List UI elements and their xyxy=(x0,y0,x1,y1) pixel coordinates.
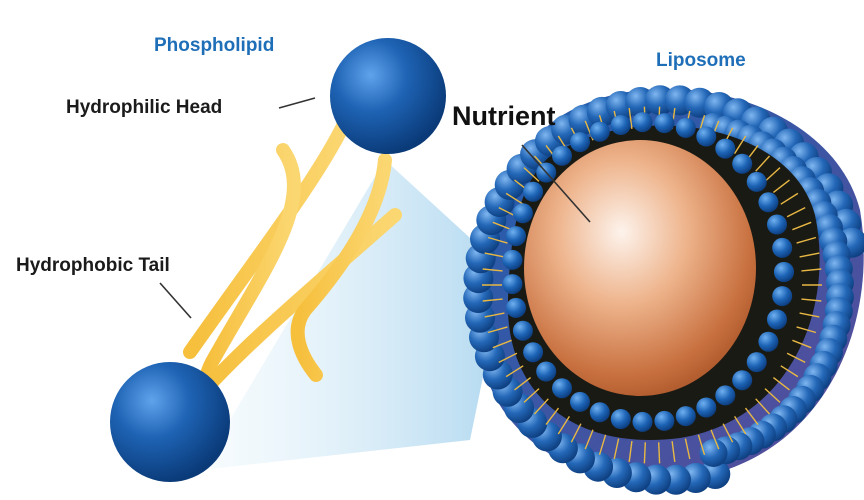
lipid-bead xyxy=(502,250,522,270)
lipid-bead xyxy=(611,115,631,135)
lipid-bead xyxy=(552,378,572,398)
leader-hydrophilic-head xyxy=(279,98,315,108)
lipid-bead xyxy=(676,118,696,138)
lipid-bead xyxy=(772,286,792,306)
hydrophilic-head-bottom xyxy=(110,362,230,482)
lipid-bead xyxy=(767,215,787,235)
lipid-bead xyxy=(772,238,792,258)
label-nutrient: Nutrient xyxy=(452,101,556,132)
lipid-bead xyxy=(570,132,590,152)
lipid-bead xyxy=(767,310,787,330)
lipid-bead xyxy=(536,362,556,382)
lipid-bead xyxy=(715,385,735,405)
lipid-bead xyxy=(732,370,752,390)
lipid-bead xyxy=(715,139,735,159)
lipid-bead xyxy=(732,154,752,174)
label-hydrophobic-tail: Hydrophobic Tail xyxy=(16,255,170,277)
lipid-bead xyxy=(654,411,674,431)
lipid-bead xyxy=(676,406,696,426)
lipid-bead xyxy=(747,352,767,372)
label-hydrophilic-head: Hydrophilic Head xyxy=(66,97,222,119)
lipid-bead xyxy=(633,112,653,132)
lipid-bead xyxy=(611,409,631,429)
label-liposome: Liposome xyxy=(656,50,746,72)
lipid-bead xyxy=(654,113,674,133)
lipid-bead xyxy=(758,332,778,352)
label-phospholipid: Phospholipid xyxy=(154,35,274,57)
lipid-bead xyxy=(758,192,778,212)
leader-hydrophobic-tail xyxy=(160,283,191,318)
hydrophilic-head-top xyxy=(330,38,446,154)
lipid-bead xyxy=(590,122,610,142)
lipid-bead xyxy=(523,182,543,202)
lipid-bead xyxy=(502,274,522,294)
lipid-bead xyxy=(747,172,767,192)
bilayer-strand xyxy=(659,442,660,463)
lipid-bead xyxy=(506,226,526,246)
lipid-bead xyxy=(633,412,653,432)
lipid-bead xyxy=(696,398,716,418)
lipid-bead xyxy=(774,262,794,282)
lipid-bead xyxy=(552,146,572,166)
lipid-bead xyxy=(513,321,533,341)
bilayer-strand xyxy=(644,442,645,463)
lipid-bead xyxy=(523,342,543,362)
nutrient-core xyxy=(524,140,756,396)
lipid-bead xyxy=(506,298,526,318)
lipid-bead xyxy=(696,127,716,147)
lipid-bead xyxy=(570,392,590,412)
lipid-bead xyxy=(513,203,533,223)
lipid-bead xyxy=(590,402,610,422)
